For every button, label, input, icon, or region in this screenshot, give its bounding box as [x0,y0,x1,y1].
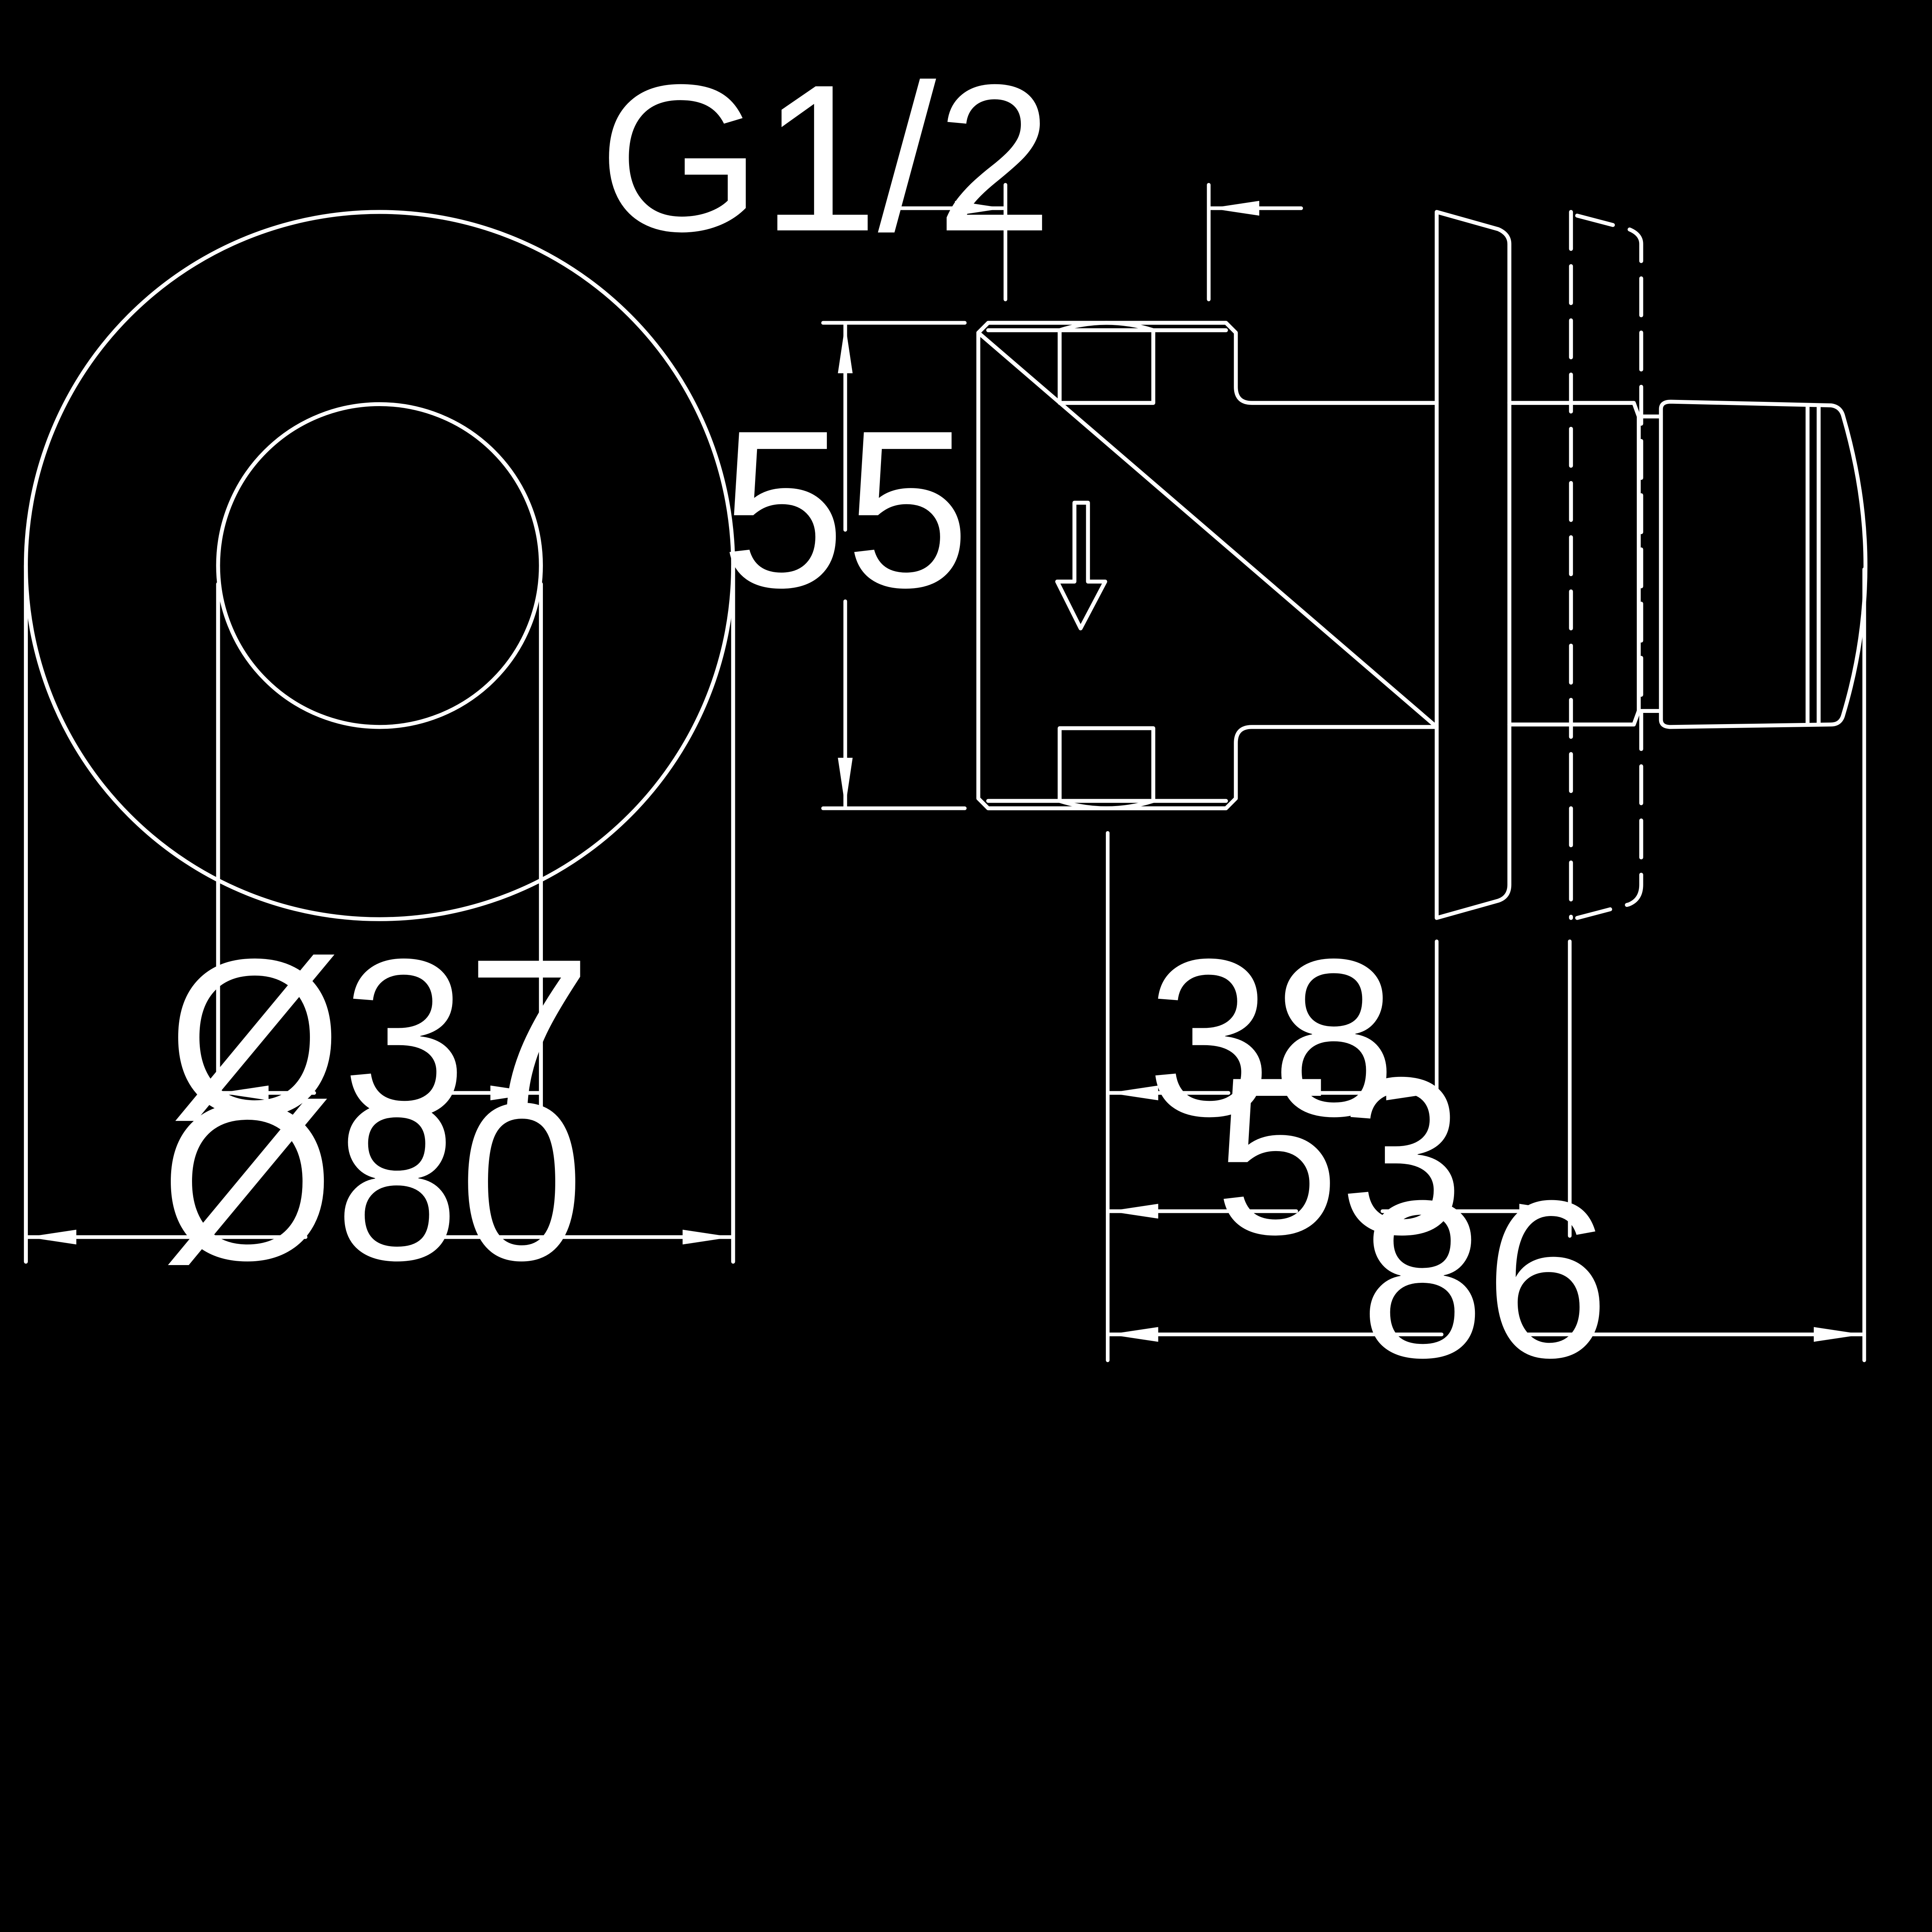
dimension-thread [898,183,1303,301]
dimension-label-height: 55 [721,384,970,634]
dimension-label-depth-86: 86 [1360,1154,1610,1404]
depth-extension-lines [1105,567,1866,1362]
dimension-label-depth-38: 38 [1147,912,1396,1163]
push-button-cap [1659,400,1867,729]
bottom-port [1058,726,1155,810]
front-view [24,210,735,1264]
dimension-label-inner-diameter: Ø37 [168,912,592,1163]
dimension-label-thread: G1/2 [599,41,1053,275]
wall-plate [1435,210,1512,920]
wall-plate-phantom-outline [1569,210,1643,920]
dimension-height [821,321,967,810]
dimension-label-outer-diameter: Ø80 [160,1056,584,1307]
side-view [976,210,1867,920]
push-button-stem [1507,401,1641,727]
arrow-down-icon [1055,500,1107,631]
outer-rosette-circle [24,210,735,921]
inner-button-circle [216,402,543,729]
valve-body-outline [976,321,1439,810]
dimension-label-depth-53: 53 [1214,1031,1464,1281]
top-port [1058,321,1155,405]
